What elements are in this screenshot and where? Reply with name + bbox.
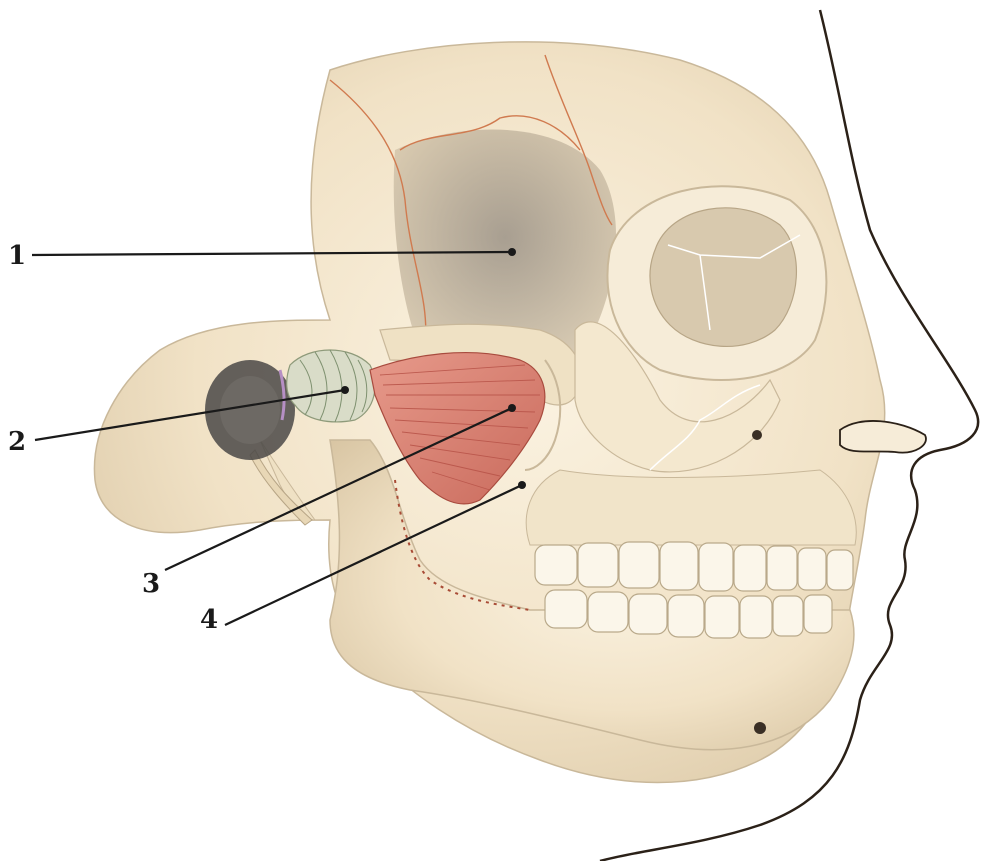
upper-tooth [619, 542, 659, 588]
lower-tooth [773, 596, 803, 636]
upper-tooth [734, 545, 766, 591]
meatus-inner [220, 376, 280, 444]
lower-tooth [740, 596, 772, 638]
upper-tooth [699, 543, 733, 591]
mental-foramen [754, 722, 766, 734]
upper-tooth [578, 543, 618, 587]
callout-label-2: 2 [8, 427, 26, 457]
leader-dot-3 [508, 404, 516, 412]
callout-label-1: 1 [8, 241, 26, 271]
upper-teeth [535, 542, 853, 591]
lower-tooth [588, 592, 628, 632]
orbit-cavity [650, 208, 796, 347]
upper-tooth [660, 542, 698, 590]
callout-label-4: 4 [200, 605, 218, 635]
lower-tooth [629, 594, 667, 634]
leader-dot-2 [341, 386, 349, 394]
leader-dot-1 [508, 248, 516, 256]
callout-label-3: 3 [142, 569, 160, 599]
infraorbital-foramen [752, 430, 762, 440]
upper-tooth [798, 548, 826, 590]
leader-dot-4 [518, 481, 526, 489]
lower-tooth [804, 595, 832, 633]
maxilla [526, 470, 856, 545]
lower-tooth [668, 595, 704, 637]
upper-tooth [535, 545, 577, 585]
lower-tooth [545, 590, 587, 628]
lower-tooth [705, 596, 739, 638]
upper-tooth [767, 546, 797, 590]
upper-tooth [827, 550, 853, 590]
